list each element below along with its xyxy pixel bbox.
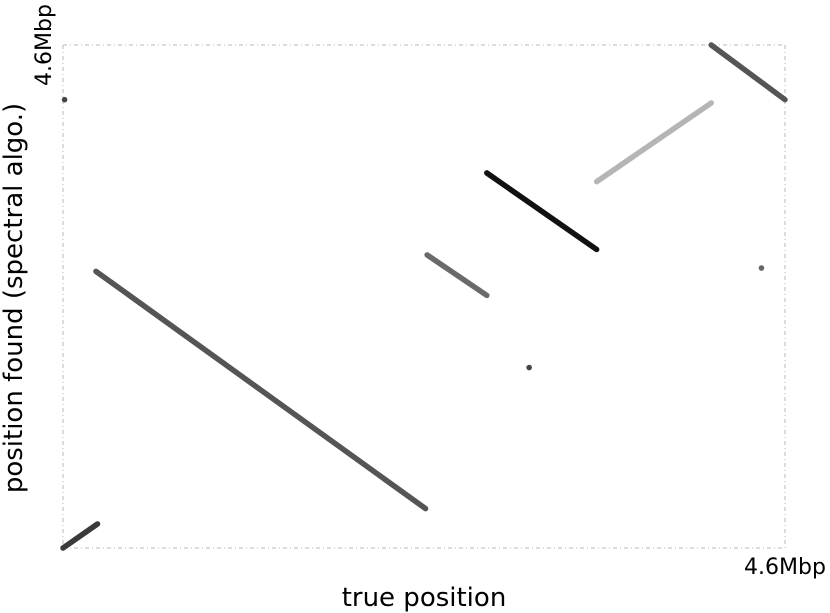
plot-frame — [62, 44, 786, 549]
data-segment-5 — [593, 100, 714, 185]
data-point-2 — [526, 364, 532, 371]
data-marks — [60, 42, 788, 551]
data-segment-4 — [484, 170, 600, 253]
x-tick-label-max: 4.6Mbp — [744, 555, 826, 580]
data-point-1 — [61, 96, 68, 103]
data-segment-3 — [424, 252, 490, 299]
y-axis-label: position found (spectral algo.) — [0, 103, 29, 493]
data-point-3 — [758, 265, 765, 271]
data-segment-1 — [60, 521, 101, 551]
data-segment-6 — [708, 42, 788, 103]
y-tick-label-max: 4.6Mbp — [32, 4, 57, 86]
data-segment-2 — [93, 268, 429, 512]
x-axis-label: true position — [342, 583, 507, 613]
